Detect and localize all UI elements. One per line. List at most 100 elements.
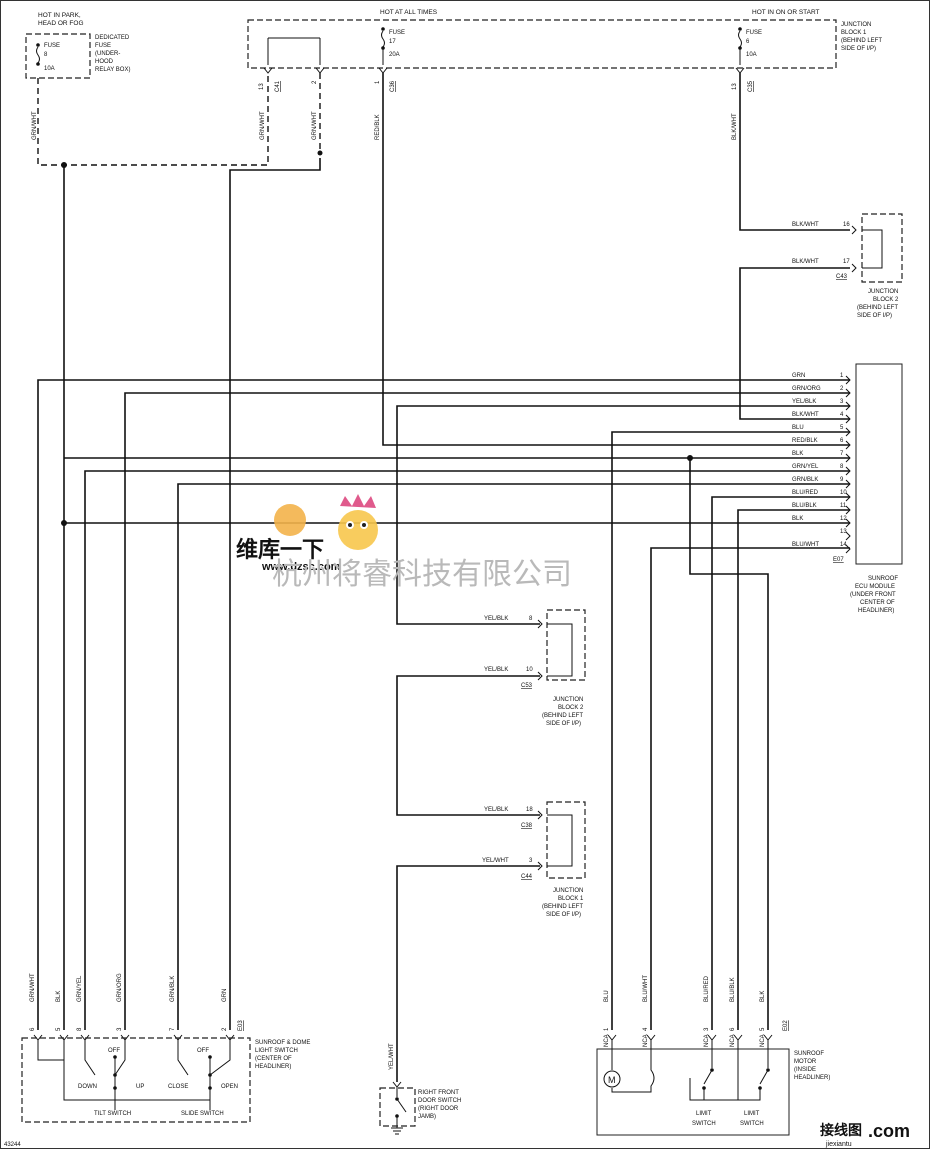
c44-row-pin: 3: [529, 858, 533, 864]
wire-grn-to-switch: [229, 158, 321, 1030]
ecu-wire-label: RED/BLK: [792, 438, 818, 444]
connector-chevron: [537, 810, 543, 820]
switch-wire-label: BLK: [56, 991, 62, 1002]
ecu-pin-number: 5: [840, 425, 844, 431]
connector-chevron: [845, 544, 851, 554]
up-label: UP: [136, 1084, 144, 1090]
ecu-pin-number: 11: [840, 503, 847, 509]
ecu-pin-number: 7: [840, 451, 844, 457]
dedicated-label-4: HOOD: [95, 59, 114, 65]
fuse-6-l3: 10A: [746, 52, 757, 58]
connector-chevron: [537, 671, 543, 681]
connector-chevron: [851, 225, 857, 235]
ecu-wire-label: GRN/YEL: [792, 464, 819, 470]
ecu-pin-number: 2: [840, 386, 844, 392]
wire-grn-ecu-1: [37, 379, 850, 1030]
motor-label-1: SUNROOF: [794, 1051, 824, 1057]
pin-1-c36: 1: [375, 80, 381, 84]
watermark-dotcom: .com: [868, 1121, 910, 1141]
ecu-wire-label: GRN/ORG: [792, 386, 821, 392]
motor-nca-label: NCA: [704, 1034, 710, 1047]
splice-dot: [317, 150, 323, 156]
c43-label-4: SIDE OF I/P): [857, 313, 892, 319]
connector-c36: C36: [390, 80, 396, 92]
door-label-4: JAMB): [418, 1114, 436, 1120]
junction-block-2-c53: [546, 609, 586, 681]
pin-13-c35: 13: [732, 83, 738, 90]
switch-pin-number: 5: [56, 1027, 62, 1031]
motor-internals: [603, 1040, 770, 1101]
wire-blk-ground: [689, 458, 769, 1030]
switch-wire-label: GRN/WHT: [30, 973, 36, 1002]
motor-pin-number: 4: [643, 1027, 649, 1031]
motor-wire-label: BLU: [604, 990, 610, 1002]
switch-label-4: HEADLINER): [255, 1064, 291, 1070]
connector-chevron: [845, 440, 851, 450]
motor-symbol: M: [608, 1075, 616, 1085]
watermark-company: 杭州将睿科技有限公司: [272, 557, 572, 592]
head-or-fog-label: HEAD OR FOG: [38, 20, 84, 27]
motor-pin-number: 1: [604, 1027, 610, 1031]
jb2-bus: [862, 229, 883, 269]
connector-c41: C41: [275, 80, 281, 92]
wire-blu-red-ecu-10: [711, 496, 850, 1030]
c53-label-3: (BEHIND LEFT: [542, 713, 583, 719]
fuse-6-l1: FUSE: [746, 30, 762, 36]
ecu-wire-label: BLU/WHT: [792, 542, 819, 548]
wire-blu-wht-ecu-14: [650, 547, 850, 1030]
fuse-6-symbol: [738, 27, 742, 65]
motor-wire-label: BLK: [760, 991, 766, 1002]
dedicated-label-1: DEDICATED: [95, 35, 130, 41]
c43-label-2: BLOCK 2: [873, 297, 899, 303]
switch-wire-label: GRN/ORG: [117, 973, 123, 1002]
motor-nca-label: NCA: [730, 1034, 736, 1047]
limit-switch-2-b: SWITCH: [740, 1121, 764, 1127]
connector-chevron: [315, 67, 325, 74]
fuse-17-symbol: [381, 27, 385, 65]
fuse-17-l3: 20A: [389, 52, 400, 58]
connector-chevron: [845, 414, 851, 424]
jb1-top-label-4: SIDE OF I/P): [841, 46, 876, 52]
connector-c38: C38: [521, 823, 533, 829]
ecu-pin-number: 1: [840, 373, 844, 379]
junction-block-1-c38: [546, 801, 586, 879]
jb1-top-label-2: BLOCK 1: [841, 30, 867, 36]
c43-row-1-wire: BLK/WHT: [792, 222, 819, 228]
ecu-label-5: HEADLINER): [858, 608, 894, 614]
c53-label-2: BLOCK 2: [558, 705, 584, 711]
jb1-top-label-1: JUNCTION: [841, 22, 871, 28]
motor-wire-label: BLU/WHT: [643, 975, 649, 1002]
motor-pin-number: 3: [704, 1027, 710, 1031]
c38-label-4: SIDE OF I/P): [546, 912, 581, 918]
motor-wire-label: BLU/BLK: [730, 977, 736, 1002]
fuse-symbol: [36, 43, 40, 66]
ecu-label-1: SUNROOF: [868, 576, 898, 582]
connector-chevron: [537, 619, 543, 629]
switch-pin-number: 8: [77, 1027, 83, 1031]
dedicated-fuse-l2: 8: [44, 52, 48, 58]
motor-pin-number: 5: [760, 1027, 766, 1031]
hot-at-all-times-label: HOT AT ALL TIMES: [380, 9, 438, 16]
connector-c35: C35: [748, 80, 754, 92]
ecu-wire-label: BLU/RED: [792, 490, 819, 496]
close-label: CLOSE: [168, 1084, 188, 1090]
switch-wire-label: GRN: [222, 989, 228, 1002]
c53-row-2-pin: 10: [526, 667, 533, 673]
connector-c43: C43: [836, 274, 848, 280]
motor-nca-label: NCA: [760, 1034, 766, 1047]
fuse-6-l2: 6: [746, 39, 750, 45]
switch-pin-number: 6: [30, 1027, 36, 1031]
connector-e03: E03: [238, 1020, 244, 1031]
junction-block-2-c43: [861, 213, 903, 283]
motor-nca-label: NCA: [604, 1034, 610, 1047]
sunroof-dome-switch-box: [21, 1037, 251, 1123]
ecu-wire-label: YEL/BLK: [792, 399, 816, 405]
switch-pin-number: 2: [222, 1027, 228, 1031]
wire-label-grn-wht-1: GRN/WHT: [32, 111, 38, 140]
limit-switch-1-b: SWITCH: [692, 1121, 716, 1127]
dedicated-fuse-l3: 10A: [44, 66, 55, 72]
connector-e02: E02: [783, 1020, 789, 1031]
pin-13-c41: 13: [259, 83, 265, 90]
connector-chevron: [851, 263, 857, 273]
